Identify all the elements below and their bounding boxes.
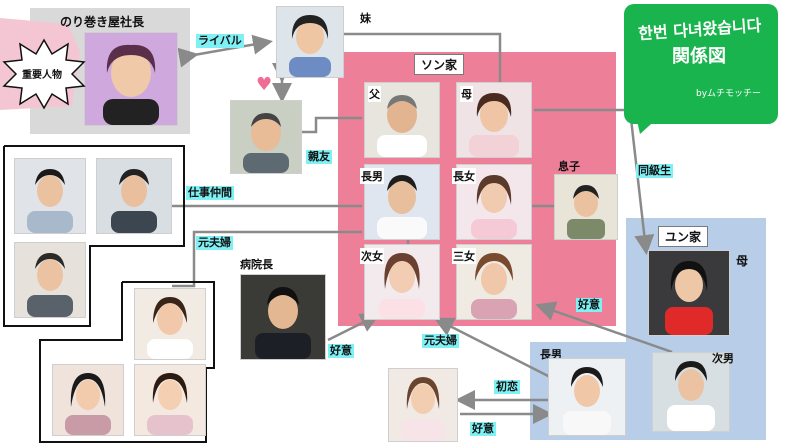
liking-relation-3: 好意: [470, 422, 496, 436]
colleague-2-photo: [96, 158, 172, 234]
yun-eldest-son-photo: [548, 358, 626, 436]
colleague-3-photo: [14, 242, 86, 318]
sister-photo: [276, 6, 344, 78]
ex-husband-relation-1: 元夫婦: [196, 236, 233, 250]
first-love-relation: 初恋: [494, 380, 520, 394]
title-card: 한번 다녀왔습니다 関係図 byムチモッチー: [624, 4, 778, 134]
yun-mother-photo: [648, 250, 730, 336]
mother-tag: 母: [460, 86, 473, 102]
company-president-photo: [84, 32, 178, 126]
hospital-director-label: 病院長: [240, 258, 273, 271]
son-family-title: ソン家: [414, 54, 465, 75]
title-japanese: 関係図: [672, 46, 726, 67]
son-photo: [554, 174, 618, 240]
yun-second-son-label: 次男: [712, 352, 734, 365]
ex-husband-family-3-photo: [134, 364, 206, 436]
title-korean: 한번 다녀왔습니다: [637, 15, 762, 44]
best-friend-photo: [230, 100, 302, 174]
classmates-relation: 同級生: [636, 164, 673, 178]
ex-husband-relation-2: 元夫婦: [422, 334, 459, 348]
hospital-director-photo: [240, 274, 326, 360]
company-title: のり巻き屋社長: [60, 15, 145, 29]
yun-mother-label: 母: [736, 254, 749, 268]
second-daughter-tag: 次女: [360, 248, 384, 264]
heart-icon: ♥: [256, 74, 273, 95]
best-friend-relation: 親友: [306, 150, 332, 164]
sister-label: 妹: [360, 12, 371, 25]
work-colleagues-relation: 仕事仲間: [186, 186, 234, 200]
son-label: 息子: [558, 160, 580, 173]
colleague-1-photo: [14, 158, 86, 234]
liking-relation-1: 好意: [576, 298, 602, 312]
yun-eldest-son-label: 長男: [540, 348, 562, 361]
title-credit: byムチモッチー: [696, 89, 762, 99]
important-person-label: 重要人物: [22, 70, 62, 81]
first-love-photo: [388, 368, 458, 442]
important-person-burst: [2, 38, 86, 110]
eldest-daughter-tag: 長女: [452, 168, 476, 184]
father-tag: 父: [368, 86, 381, 102]
rival-label: ライバル: [196, 34, 244, 48]
ex-husband-family-2-photo: [52, 364, 124, 436]
eldest-son-tag: 長男: [360, 168, 384, 184]
yun-family-title: ユン家: [658, 226, 709, 247]
liking-relation-2: 好意: [328, 344, 354, 358]
yun-second-son-photo: [652, 352, 730, 432]
third-daughter-tag: 三女: [452, 248, 476, 264]
ex-husband-family-1-photo: [134, 288, 206, 360]
